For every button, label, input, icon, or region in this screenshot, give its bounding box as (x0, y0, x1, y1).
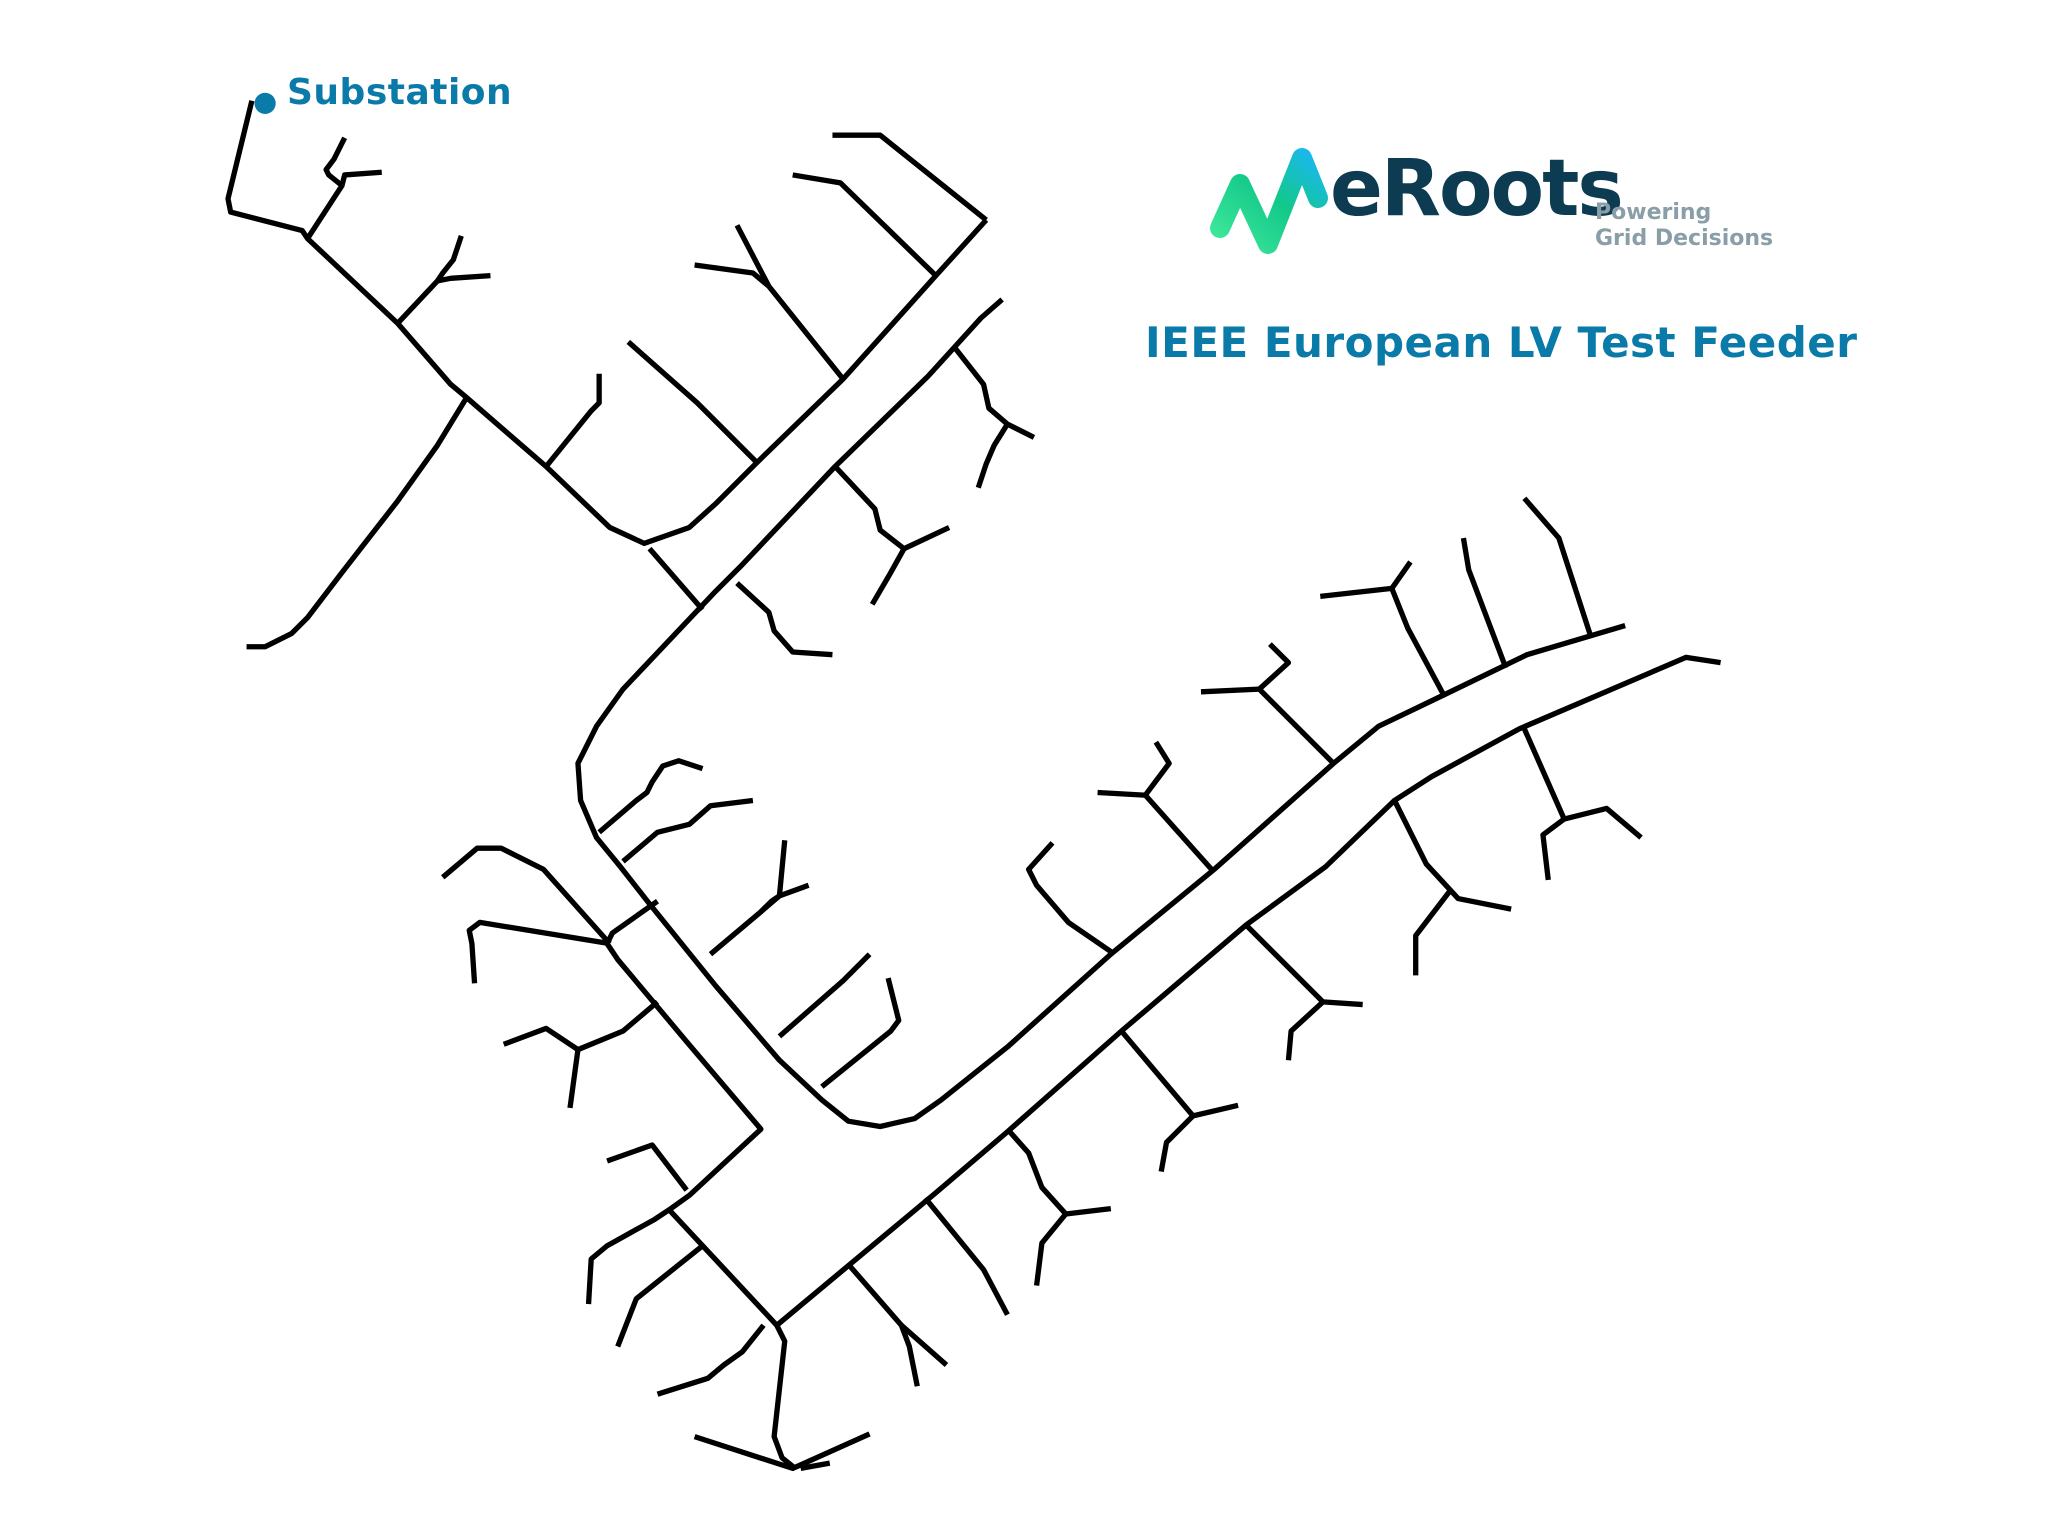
substation-label: Substation (287, 72, 513, 113)
logo-tagline-line2: Grid Decisions (1595, 226, 1774, 251)
diagram-title: IEEE European LV Test Feeder (1145, 318, 1858, 367)
eroots-logo-mark-icon (1210, 148, 1328, 254)
eroots-logo: eRoots Powering Grid Decisions (1210, 148, 1790, 258)
logo-tagline: Powering Grid Decisions (1595, 200, 1773, 252)
substation-marker (254, 92, 276, 114)
logo-tagline-line1: Powering (1595, 200, 1712, 225)
logo-wordmark: eRoots (1330, 144, 1624, 234)
feeder-lines (225, 100, 1721, 1472)
